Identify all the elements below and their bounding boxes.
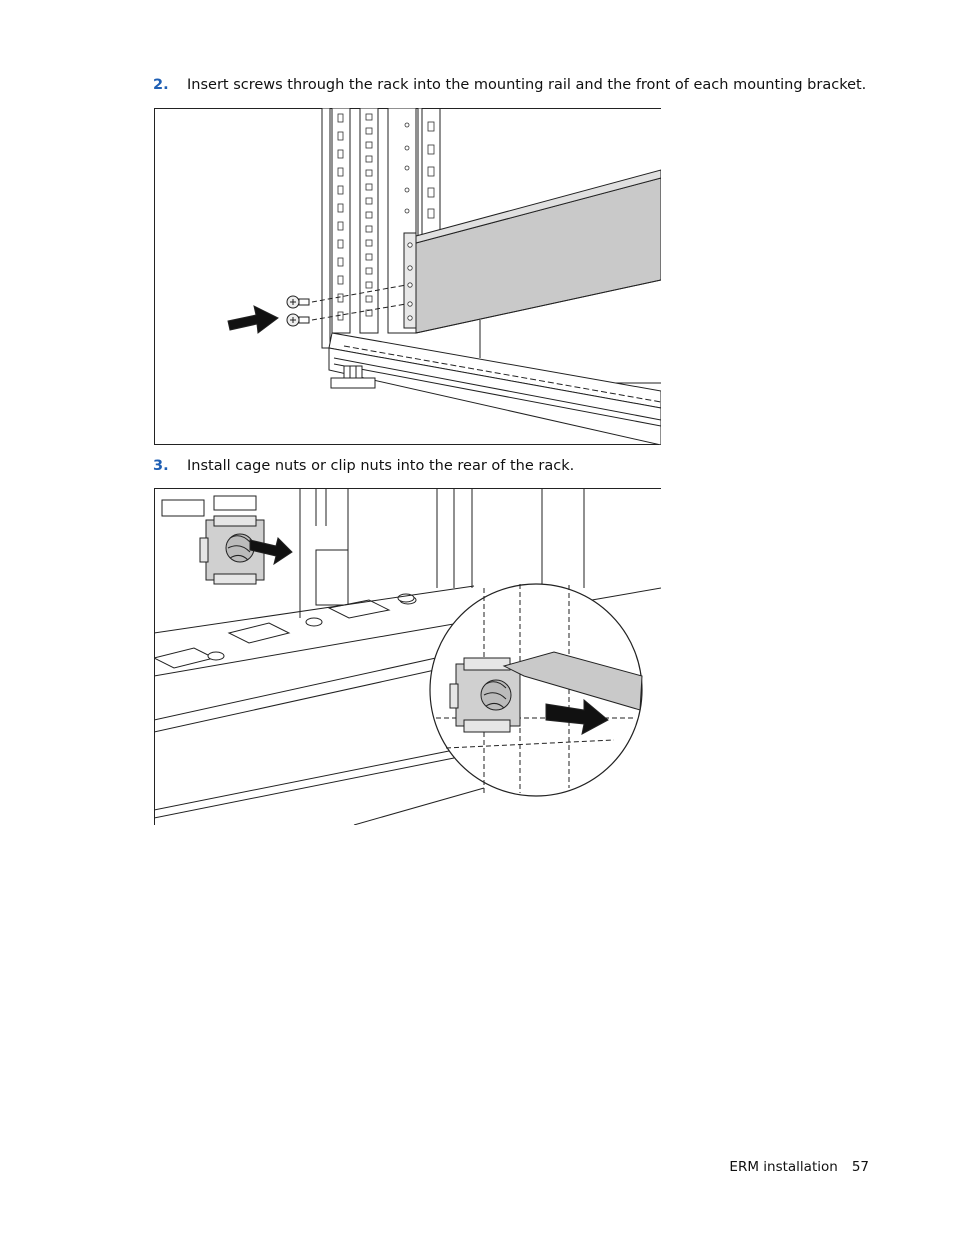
step-text: Install cage nuts or clip nuts into the … — [187, 458, 575, 474]
mounting-rail-screws-illustration — [154, 108, 661, 445]
cage-nut-installation-illustration — [154, 488, 661, 825]
page-footer: ERM installation 57 — [729, 1159, 869, 1175]
page-number: 57 — [851, 1159, 869, 1175]
step-3: 3. Install cage nuts or clip nuts into th… — [153, 457, 574, 475]
footer-section: ERM installation — [729, 1159, 838, 1175]
step-number: 2. — [153, 77, 169, 93]
step-2: 2. Insert screws through the rack into th… — [153, 76, 866, 94]
step-number: 3. — [153, 458, 169, 474]
step-text: Insert screws through the rack into the … — [187, 77, 867, 93]
